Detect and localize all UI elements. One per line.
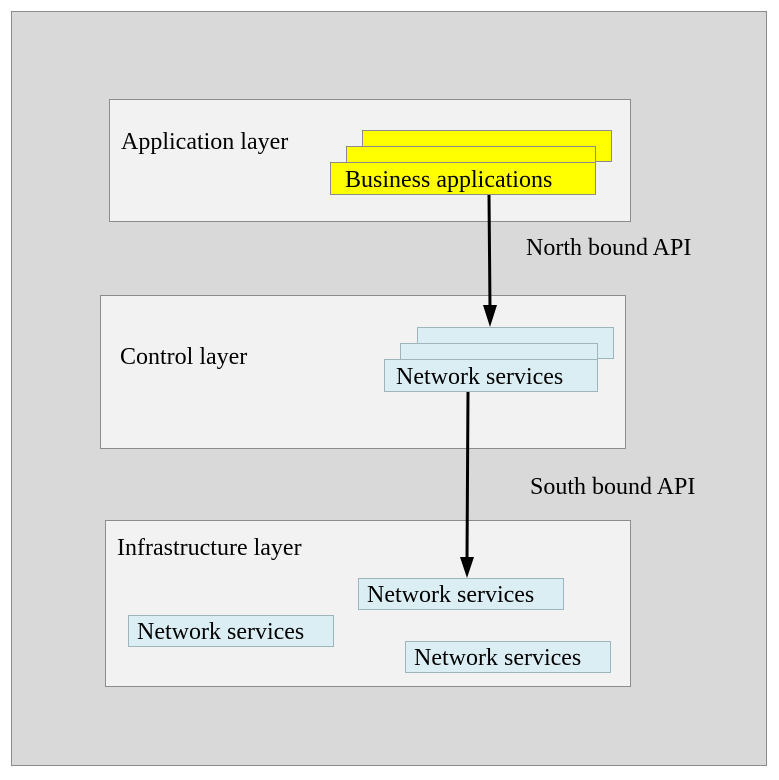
business-applications-box: Business applications xyxy=(330,162,596,195)
infra-network-services-label-2: Network services xyxy=(137,619,305,645)
infra-network-services-box-3: Network services xyxy=(405,641,611,673)
north-bound-api-label: North bound API xyxy=(526,235,692,261)
infra-network-services-label-3: Network services xyxy=(414,645,582,671)
infrastructure-layer-title: Infrastructure layer xyxy=(117,535,302,561)
infra-network-services-box-1: Network services xyxy=(358,578,564,610)
infra-network-services-label-1: Network services xyxy=(367,582,535,608)
south-bound-api-label: South bound API xyxy=(530,474,696,500)
control-network-services-label: Network services xyxy=(396,364,564,390)
control-layer-title: Control layer xyxy=(120,344,248,370)
control-network-services-box: Network services xyxy=(384,359,598,392)
infra-network-services-box-2: Network services xyxy=(128,615,334,647)
business-applications-label: Business applications xyxy=(345,167,553,193)
application-layer-title: Application layer xyxy=(121,129,289,155)
